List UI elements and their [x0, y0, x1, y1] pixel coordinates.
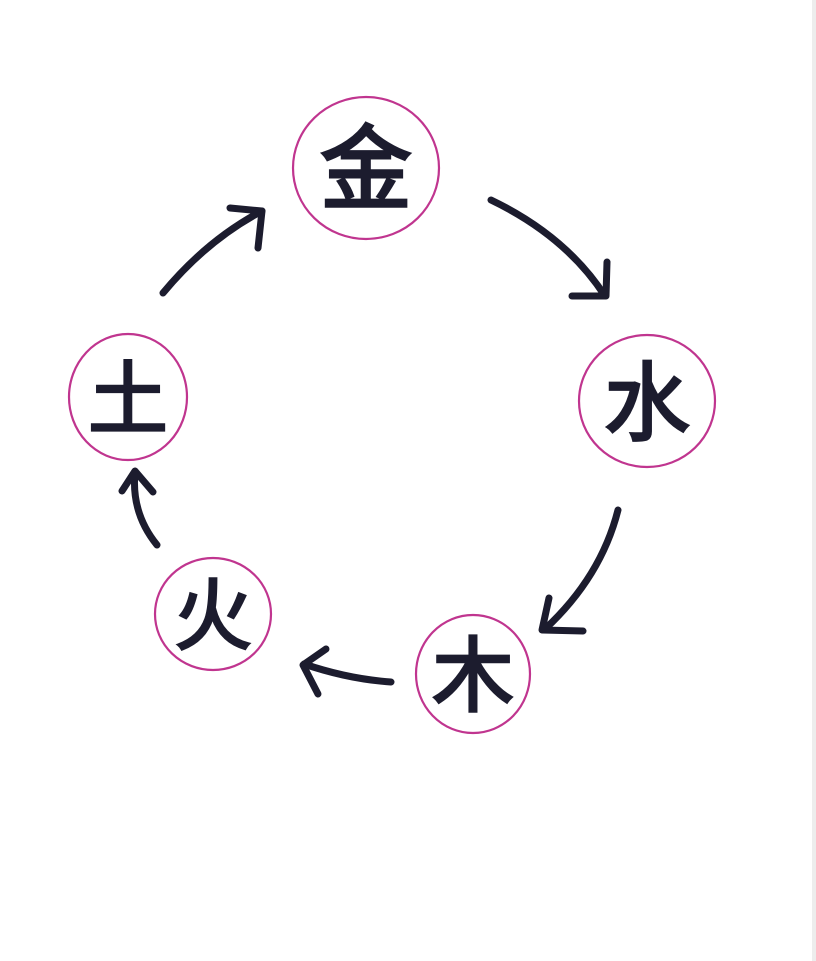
arrows-layer	[118, 196, 622, 698]
node-label-wood: 木	[432, 630, 514, 725]
arrow-shaft	[130, 468, 161, 549]
arrow-wood-to-fire	[299, 645, 395, 698]
arrow-shaft	[300, 660, 395, 686]
arrow-shaft	[159, 207, 266, 297]
arrow-metal-to-water	[487, 196, 611, 300]
node-wood: 木	[414, 613, 532, 735]
node-ring	[67, 332, 189, 462]
arrow-water-to-wood	[538, 506, 622, 635]
node-label-fire: 火	[174, 572, 252, 662]
arrow-shaft	[541, 506, 622, 633]
arrow-fire-to-earth	[118, 467, 161, 549]
node-ring	[577, 333, 717, 469]
node-metal: 金	[291, 95, 441, 241]
node-label-metal: 金	[319, 117, 413, 224]
arrow-head	[568, 258, 611, 300]
node-label-earth: 土	[88, 354, 168, 447]
node-label-water: 水	[604, 354, 691, 454]
arrow-head	[226, 204, 266, 252]
node-ring	[153, 556, 273, 672]
node-fire: 火	[153, 556, 273, 672]
nodes-layer: 金 水 木 火 土	[67, 95, 717, 735]
page-edge	[812, 0, 816, 961]
node-earth: 土	[67, 332, 189, 462]
arrow-head	[538, 594, 587, 635]
arrow-shaft	[487, 196, 609, 300]
arrow-head	[118, 467, 157, 496]
arrow-head	[299, 645, 330, 698]
arrow-earth-to-metal	[159, 204, 266, 297]
node-water: 水	[577, 333, 717, 469]
node-ring	[291, 95, 441, 241]
node-ring	[414, 613, 532, 735]
